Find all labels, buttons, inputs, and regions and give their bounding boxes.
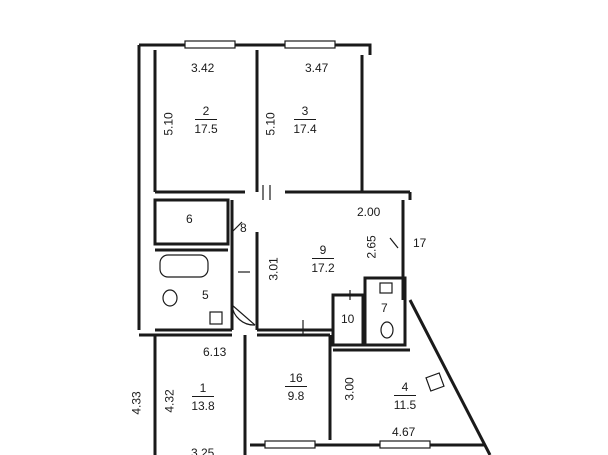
fixture-7 bbox=[379, 282, 393, 294]
room-16-label: 16 9.8 bbox=[276, 371, 316, 403]
wall-diagonal bbox=[408, 299, 492, 455]
window-bottom-1 bbox=[264, 440, 316, 449]
window-room2 bbox=[184, 40, 236, 49]
window-bottom-2 bbox=[379, 440, 431, 449]
dim-room1-height: 4.32 bbox=[162, 389, 177, 413]
sink-5 bbox=[209, 311, 223, 325]
dim-room16-height: 3.00 bbox=[342, 377, 357, 401]
door-5 bbox=[231, 304, 256, 326]
dim-room9-height: 3.01 bbox=[266, 257, 281, 281]
room-10-label: 10 bbox=[341, 312, 355, 326]
dim-corridor-width: 2.00 bbox=[357, 205, 381, 219]
room-8-label: 8 bbox=[240, 221, 247, 235]
room-6-label: 6 bbox=[186, 212, 193, 226]
door-swing-5 bbox=[231, 304, 256, 326]
appliance-4 bbox=[425, 372, 445, 392]
room-1-label: 1 13.8 bbox=[191, 381, 215, 413]
room-7-label: 7 bbox=[381, 301, 388, 315]
room-2-label: 2 17.5 bbox=[194, 104, 218, 136]
room-5-label: 5 bbox=[202, 288, 209, 302]
dim-room2-width: 3.42 bbox=[191, 61, 215, 75]
dim-room1-bottom: 3.25 bbox=[191, 446, 215, 455]
room-17-label: 17 bbox=[413, 236, 427, 250]
room-3-label: 3 17.4 bbox=[293, 104, 317, 136]
room-9-label: 9 17.2 bbox=[311, 243, 335, 275]
dim-left-outer: 4.33 bbox=[129, 391, 144, 415]
room7-box bbox=[363, 276, 407, 347]
window-room3 bbox=[284, 40, 336, 49]
toilet-5 bbox=[162, 289, 178, 307]
room6-box bbox=[153, 198, 230, 246]
dim-room2-height: 5.10 bbox=[161, 112, 176, 136]
dim-room4-width: 4.67 bbox=[392, 425, 416, 439]
dim-room3-height: 5.10 bbox=[263, 112, 278, 136]
toilet-7 bbox=[380, 321, 394, 339]
dim-room1-top: 6.13 bbox=[203, 345, 227, 359]
room10-box bbox=[331, 293, 365, 347]
room-4-label: 4 11.5 bbox=[393, 380, 417, 412]
bathtub bbox=[159, 254, 209, 278]
dim-corridor-height: 2.65 bbox=[364, 235, 379, 259]
dim-room3-width: 3.47 bbox=[305, 61, 329, 75]
